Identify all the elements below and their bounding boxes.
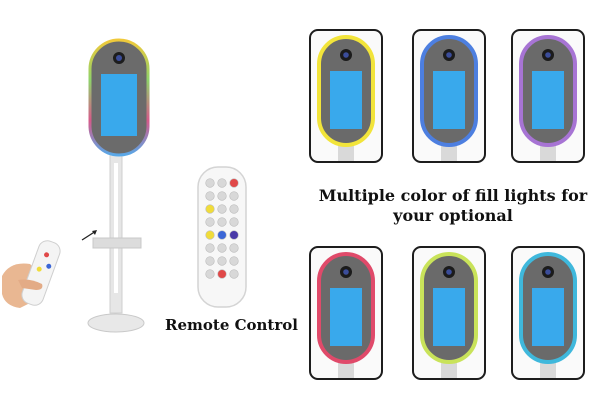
fill-lights-caption-line1: Multiple color of fill lights for	[318, 186, 588, 205]
fill-light-option	[511, 246, 585, 380]
screen	[330, 71, 362, 129]
remote-button	[229, 204, 239, 214]
device-thumbnail	[519, 35, 577, 161]
remote-button	[205, 243, 215, 253]
device-thumbnail	[317, 252, 375, 378]
hand-with-remote	[2, 240, 61, 308]
fill-lights-caption-line2: your optional	[393, 206, 513, 225]
fill-light-option	[412, 29, 486, 163]
remote-button	[205, 191, 215, 201]
remote-button	[229, 256, 239, 266]
device-thumbnail	[317, 35, 375, 161]
remote-button	[229, 178, 239, 188]
fill-light-option	[511, 29, 585, 163]
remote-button	[229, 243, 239, 253]
screen	[433, 71, 465, 129]
pointer-arrow-icon	[81, 230, 97, 241]
remote-button	[229, 217, 239, 227]
remote-button	[205, 178, 215, 188]
screen	[532, 71, 564, 129]
fill-light-option	[412, 246, 486, 380]
remote-button	[229, 191, 239, 201]
remote-button	[217, 256, 227, 266]
device-thumbnail	[420, 35, 478, 161]
remote-control-caption: Remote Control	[165, 316, 298, 334]
screen	[433, 288, 465, 346]
remote-button	[205, 256, 215, 266]
remote-button	[217, 178, 227, 188]
remote-button	[205, 230, 215, 240]
remote-button	[229, 230, 239, 240]
device-thumbnail	[519, 252, 577, 378]
screen	[532, 288, 564, 346]
remote-button	[217, 191, 227, 201]
remote-button	[205, 204, 215, 214]
remote-button	[217, 230, 227, 240]
fill-light-option	[309, 29, 383, 163]
fill-light-option	[309, 246, 383, 380]
remote-control	[197, 166, 247, 308]
remote-button	[217, 269, 227, 279]
screen	[330, 288, 362, 346]
device-thumbnail	[420, 252, 478, 378]
remote-button	[205, 217, 215, 227]
remote-button	[217, 243, 227, 253]
fill-lights-caption: Multiple color of fill lights for your o…	[318, 186, 588, 226]
photo-booth-device	[87, 38, 150, 333]
remote-button	[217, 204, 227, 214]
remote-button	[205, 269, 215, 279]
remote-button	[217, 217, 227, 227]
remote-button	[229, 269, 239, 279]
